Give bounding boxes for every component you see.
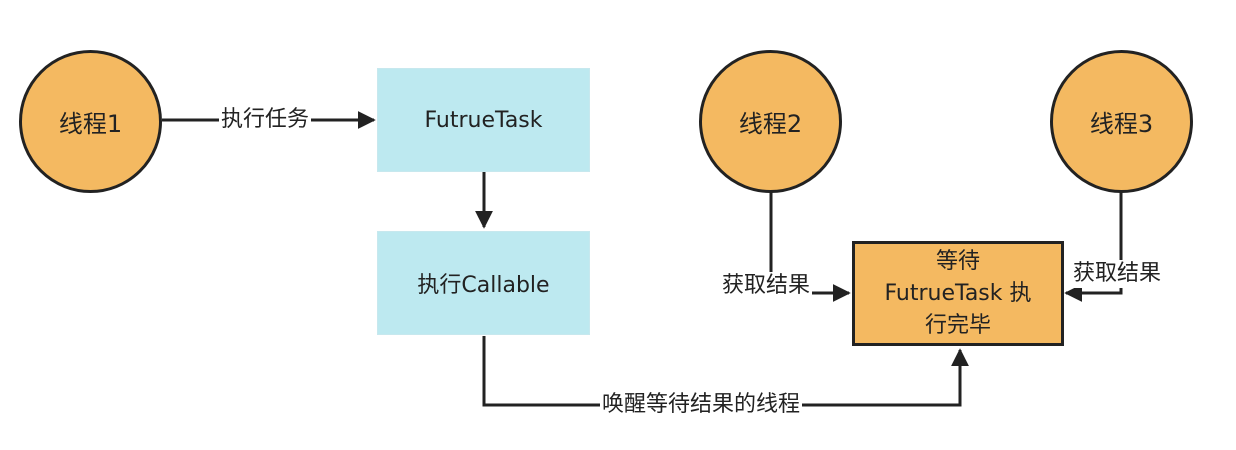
exec-callable-node: 执行Callable (377, 231, 590, 335)
edge-label-wake-waiting: 唤醒等待结果的线程 (600, 391, 803, 419)
futuretask-label: FutrueTask (424, 107, 543, 133)
wait-label-line3: 行完毕 (924, 312, 991, 338)
thread1-label: 线程1 (58, 110, 123, 138)
thread1-node: 线程1 (19, 50, 162, 193)
edge-thread3-to-wait (1064, 190, 1123, 302)
thread2-node: 线程2 (699, 50, 842, 193)
thread2-label: 线程2 (738, 110, 803, 138)
exec-callable-label: 执行Callable (417, 273, 550, 298)
edge-label-execute-task: 执行任务 (219, 106, 312, 134)
edge-label-get-result-2: 获取结果 (720, 272, 813, 300)
thread3-node: 线程3 (1050, 50, 1193, 193)
thread3-label: 线程3 (1089, 110, 1154, 138)
wait-completion-node: 等待 FutrueTask 执 行完毕 (852, 241, 1064, 346)
futuretask-node: FutrueTask (377, 68, 590, 172)
edge-label-get-result-3: 获取结果 (1071, 260, 1164, 288)
wait-label-line2: FutrueTask 执 (884, 280, 1032, 306)
wait-label-line1: 等待 (935, 248, 980, 274)
